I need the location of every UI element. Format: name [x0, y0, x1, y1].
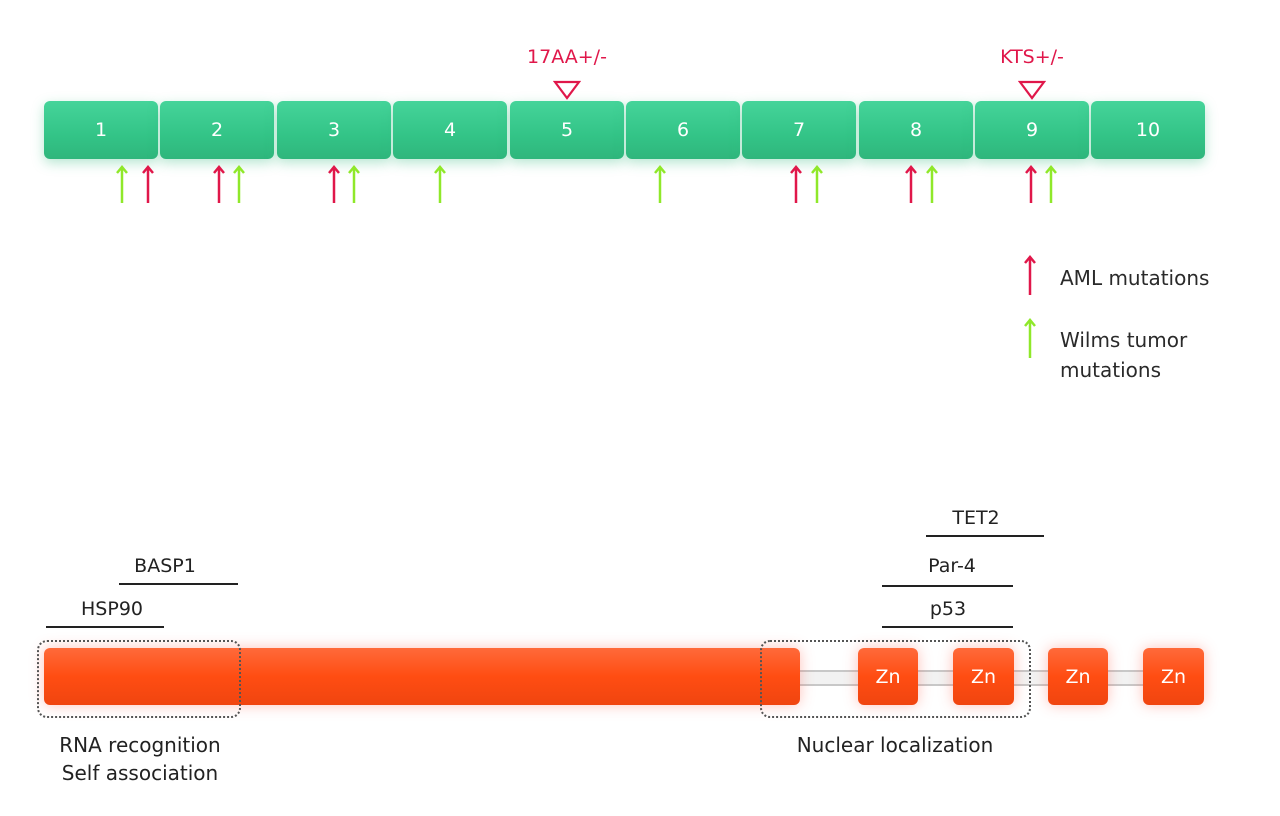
n-term-region-label: RNA recognition Self association — [59, 731, 220, 787]
n-terminal-domain — [44, 648, 800, 705]
exon-8: 8 — [859, 101, 973, 159]
basp1-line — [119, 583, 238, 585]
tet2-line — [926, 535, 1044, 537]
splice-site-label: 17AA+/- — [527, 46, 607, 68]
aml-mutation-arrow — [328, 165, 340, 203]
wilms-mutation-arrow — [348, 165, 360, 203]
splice-site-label: KTS+/- — [1000, 46, 1064, 68]
hsp90-line — [46, 626, 164, 628]
nls-label: Nuclear localization — [796, 733, 994, 757]
splice-triangle-icon — [553, 80, 581, 100]
wilms-mutation-arrow — [233, 165, 245, 203]
wilms-mutation-arrow — [116, 165, 128, 203]
n-term-region-box — [37, 640, 241, 718]
aml-mutation-arrow — [1025, 165, 1037, 203]
tet2-label: TET2 — [952, 507, 1000, 529]
self-association-label: Self association — [61, 761, 219, 785]
aml-mutation-arrow — [213, 165, 225, 203]
par4-line — [882, 585, 1013, 587]
wilms-mutation-arrow — [654, 165, 666, 203]
zinc-finger-3: Zn — [1048, 648, 1108, 705]
wilms-mutation-arrow — [926, 165, 938, 203]
wilms-mutation-arrow — [434, 165, 446, 203]
legend-aml: AML mutations — [1060, 266, 1210, 290]
zinc-finger-2: Zn — [953, 648, 1014, 705]
legend-wilms-1: Wilms tumor — [1060, 328, 1188, 352]
nls-region-box — [760, 640, 1031, 718]
wilms-mutation-arrow — [1045, 165, 1057, 203]
zinc-finger-4: Zn — [1143, 648, 1204, 705]
exon-5: 5 — [510, 101, 624, 159]
p53-label: p53 — [929, 598, 967, 620]
legend-wilms-2: mutations — [1060, 358, 1161, 382]
exon-3: 3 — [277, 101, 391, 159]
splice-triangle-icon — [1018, 80, 1046, 100]
wilms-arrow-icon — [1024, 318, 1036, 358]
zinc-finger-1: Zn — [858, 648, 918, 705]
basp1-label: BASP1 — [134, 555, 196, 577]
aml-arrow-icon — [1024, 255, 1036, 295]
hsp90-label: HSP90 — [81, 598, 143, 620]
aml-mutation-arrow — [905, 165, 917, 203]
exon-6: 6 — [626, 101, 740, 159]
exon-1: 1 — [44, 101, 158, 159]
aml-mutation-arrow — [790, 165, 802, 203]
wilms-mutation-arrow — [811, 165, 823, 203]
exon-9: 9 — [975, 101, 1089, 159]
aml-mutation-arrow — [142, 165, 154, 203]
p53-line — [882, 626, 1013, 628]
par4-label: Par-4 — [928, 555, 976, 577]
exon-4: 4 — [393, 101, 507, 159]
rna-recognition-label: RNA recognition — [59, 733, 221, 757]
exon-10: 10 — [1091, 101, 1205, 159]
exon-2: 2 — [160, 101, 274, 159]
exon-7: 7 — [742, 101, 856, 159]
